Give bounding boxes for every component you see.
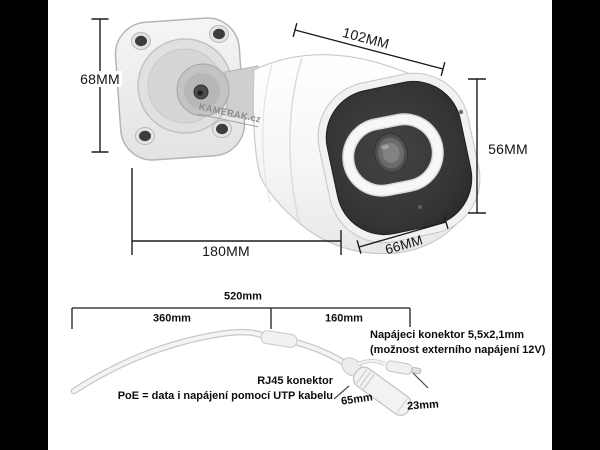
mount-height-dimension-label: 68MM	[78, 71, 122, 87]
screw-hole	[135, 127, 155, 145]
pigtail-segment-label: 160mm	[325, 312, 363, 325]
cable-ferrule	[260, 330, 298, 348]
rj45-annotation: RJ45 konektor PoE = data i napájení pomo…	[93, 374, 333, 403]
power-connector	[385, 360, 422, 375]
face-screw	[418, 205, 422, 209]
dimension-tick-23mm	[412, 372, 429, 389]
rj45-annotation-line2: PoE = data i napájení pomocí UTP kabelu	[117, 389, 333, 402]
rj45-annotation-line1: RJ45 konektor	[257, 375, 333, 387]
dimension-bracket-cable	[71, 307, 411, 329]
body-seam	[289, 57, 303, 223]
lens-ring	[342, 113, 444, 197]
power-connector-annotation-line2: (možnost externího napájení 12V)	[370, 344, 546, 356]
screw-hole	[209, 25, 229, 43]
right-letterbox-bar	[552, 0, 600, 450]
dimension-lines-camera	[91, 18, 486, 255]
screw-hole	[131, 32, 151, 50]
power-connector-annotation-line1: Napájeci konektor 5,5x2,1mm	[370, 329, 525, 341]
screw-hole	[212, 120, 232, 138]
rj45-connector	[352, 366, 412, 416]
power-connector-length-label: 23mm	[406, 398, 440, 413]
dimension-tick-65mm	[333, 385, 350, 400]
body-seam	[262, 63, 273, 203]
dimension-line-56mm	[468, 78, 486, 214]
lens-highlight	[380, 144, 389, 150]
total-length-dimension-label: 180MM	[202, 243, 250, 259]
dimension-line-66mm	[356, 215, 449, 254]
cable-segment-label: 360mm	[153, 312, 191, 325]
face-screw	[458, 109, 464, 115]
power-cable	[357, 359, 386, 366]
dimension-line-180mm	[131, 168, 342, 255]
power-connector-annotation: Napájeci konektor 5,5x2,1mm (možnost ext…	[370, 328, 545, 358]
mount-plate	[114, 17, 262, 161]
cable-total-length-label: 520mm	[224, 290, 262, 303]
left-letterbox-bar	[0, 0, 48, 450]
dimension-line-102mm	[292, 23, 446, 76]
front-height-dimension-label: 56MM	[488, 141, 528, 157]
